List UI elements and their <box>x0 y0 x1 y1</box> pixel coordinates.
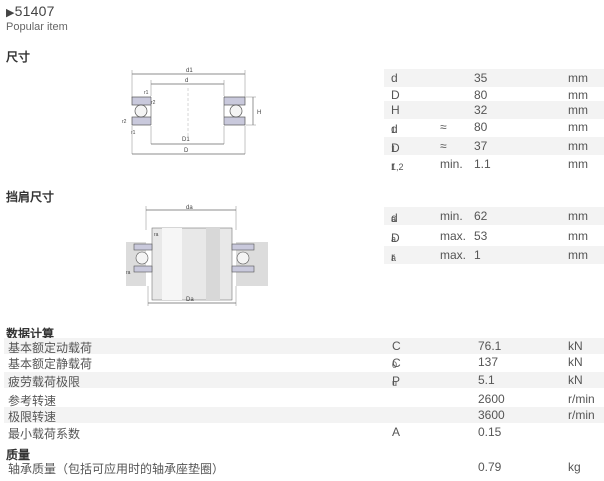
calc-heading: 数据计算 <box>6 327 55 341</box>
calc-value: 0.15 <box>478 425 502 439</box>
dim-row-D: D 80 mm <box>384 86 604 104</box>
dim-value: 35 <box>474 71 488 85</box>
dim-unit: mm <box>568 120 588 134</box>
dim-symbol: d <box>391 71 398 85</box>
abut-qualifier: min. <box>440 209 463 223</box>
calc-unit: kN <box>568 339 583 353</box>
abut-unit: mm <box>568 209 588 223</box>
mass-heading: 质量 <box>6 448 31 462</box>
calc-row-reference-speed: 参考转速 2600 r/min <box>4 391 604 408</box>
calc-unit: kN <box>568 355 583 369</box>
label-D: D <box>184 148 189 154</box>
label-r2-left: r2 <box>122 119 127 125</box>
dim-symbol: H <box>391 103 400 117</box>
dim-symbol: D <box>391 88 400 102</box>
dim-unit: mm <box>568 71 588 85</box>
dim-value: 37 <box>474 139 488 153</box>
product-subtitle: Popular item <box>6 21 68 33</box>
mass-label: 轴承质量（包括可应用时的轴承座垫圈） <box>8 462 225 476</box>
calc-label: 基本额定动载荷 <box>8 341 93 355</box>
calc-row-min-load-factor: 最小载荷系数 A 0.15 <box>4 424 604 441</box>
abut-value: 62 <box>474 209 488 223</box>
calc-label: 参考转速 <box>8 394 57 408</box>
dim-unit: mm <box>568 157 588 171</box>
mass-unit: kg <box>568 460 581 474</box>
calc-symbol: C <box>392 339 401 353</box>
dim-value: 80 <box>474 120 488 134</box>
calc-value: 2600 <box>478 392 505 406</box>
calc-row-dynamic-load: 基本额定动载荷 C 76.1 kN <box>4 338 604 355</box>
label-d: d <box>185 78 188 84</box>
dim-row-H: H 32 mm <box>384 101 604 119</box>
abut-qualifier: max. <box>440 248 467 262</box>
abut-unit: mm <box>568 248 588 262</box>
calc-value: 76.1 <box>478 339 502 353</box>
dim-unit: mm <box>568 139 588 153</box>
mass-row: 轴承质量（包括可应用时的轴承座垫圈） 0.79 kg <box>4 459 604 476</box>
dim-qualifier: ≈ <box>440 139 447 153</box>
mass-value: 0.79 <box>478 460 502 474</box>
calc-value: 3600 <box>478 408 505 422</box>
bearing-dimension-diagram: d1 d r1 r2 r2 r1 H D1 D <box>122 68 261 155</box>
abut-qualifier: max. <box>440 229 467 243</box>
dim-unit: mm <box>568 103 588 117</box>
dimensions-heading: 尺寸 <box>6 50 31 64</box>
label-r2-top: r2 <box>151 100 156 106</box>
calc-label: 最小载荷系数 <box>8 427 81 441</box>
label-H: H <box>257 110 261 116</box>
calc-row-limiting-speed: 极限转速 3600 r/min <box>4 407 604 424</box>
dim-value: 1.1 <box>474 157 491 171</box>
calc-symbol: A <box>392 425 401 439</box>
dim-value: 80 <box>474 88 488 102</box>
dim-qualifier: min. <box>440 157 463 171</box>
calc-label: 基本额定静载荷 <box>8 357 93 371</box>
dim-row-d: d 35 mm <box>384 69 604 87</box>
calc-unit: kN <box>568 373 583 387</box>
label-d1: d1 <box>186 68 193 74</box>
calc-value: 5.1 <box>478 373 495 387</box>
label-ra-top: ra <box>154 232 159 238</box>
calc-label: 极限转速 <box>8 410 57 424</box>
calc-unit: r/min <box>568 392 595 406</box>
label-da: da <box>186 205 193 211</box>
product-title: ▶51407 <box>6 3 55 19</box>
abutment-dimension-diagram: da ra ra Da <box>126 205 268 306</box>
abut-value: 53 <box>474 229 488 243</box>
label-D1: D1 <box>182 137 190 143</box>
dim-unit: mm <box>568 88 588 102</box>
abutment-heading: 挡肩尺寸 <box>6 190 55 204</box>
calc-value: 137 <box>478 355 499 369</box>
dim-qualifier: ≈ <box>440 120 447 134</box>
abut-value: 1 <box>474 248 481 262</box>
label-r1: r1 <box>144 90 149 96</box>
dim-value: 32 <box>474 103 488 117</box>
label-Da: Da <box>186 297 194 303</box>
product-number: 51407 <box>14 3 55 19</box>
label-r1-bottom: r1 <box>131 130 136 136</box>
calc-label: 疲劳载荷极限 <box>8 375 81 389</box>
abut-unit: mm <box>568 229 588 243</box>
calc-unit: r/min <box>568 408 595 422</box>
label-ra-left: ra <box>126 270 131 276</box>
triangle-icon: ▶ <box>6 7 15 19</box>
